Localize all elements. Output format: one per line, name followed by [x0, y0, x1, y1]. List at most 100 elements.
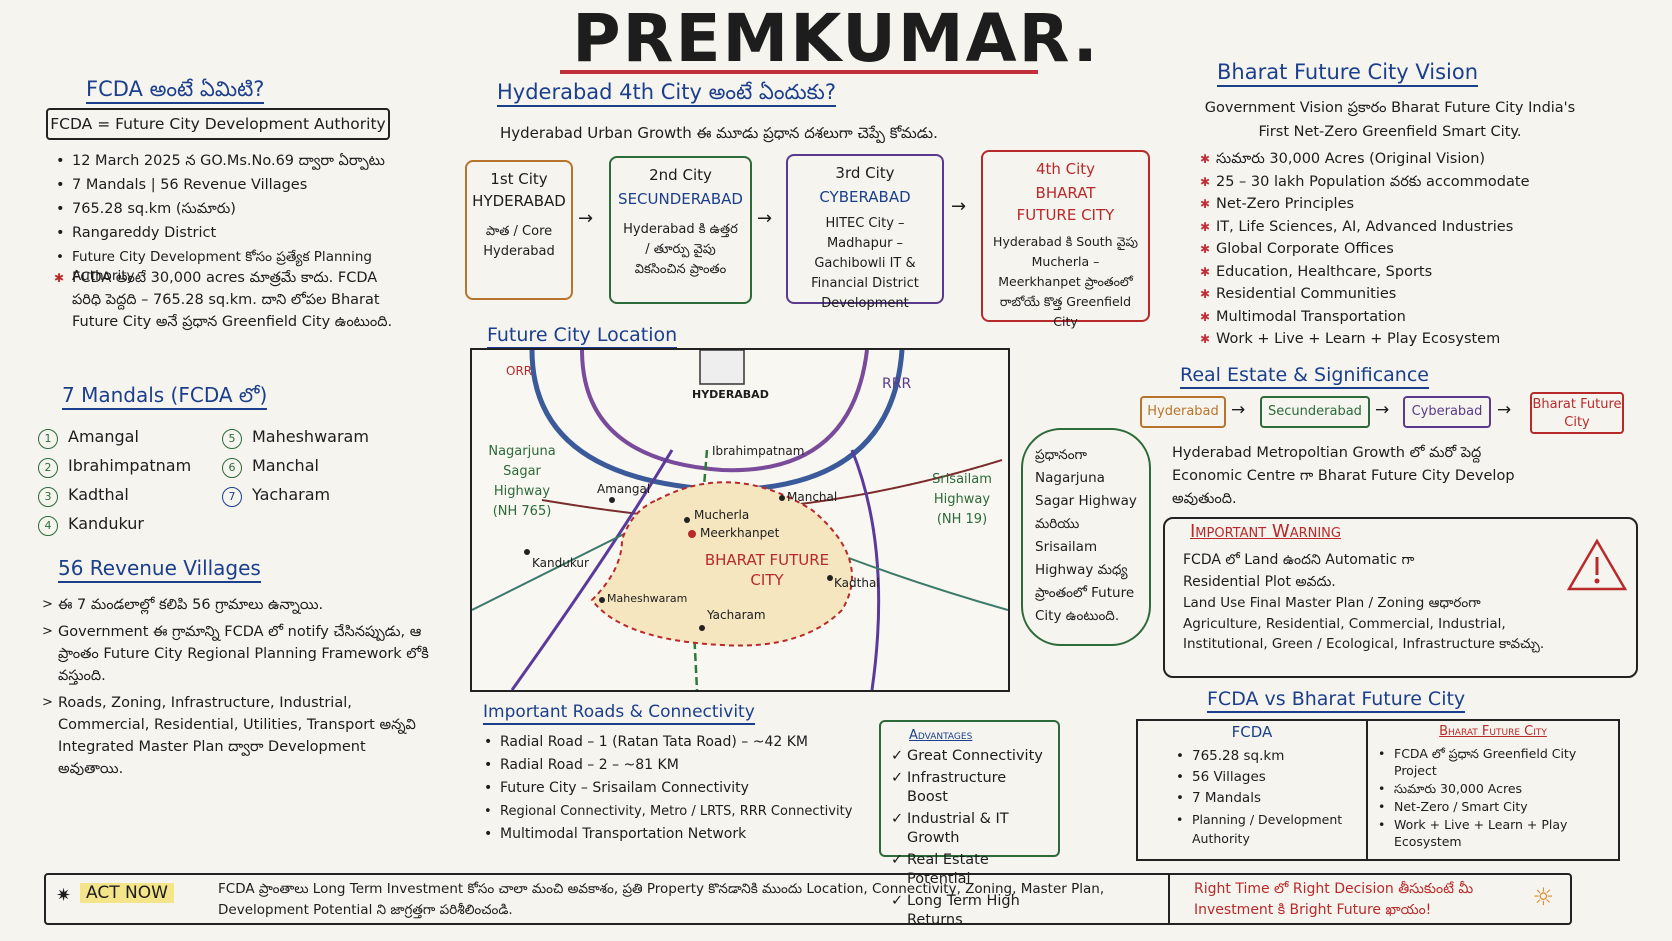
- compare-left-title: FCDA: [1231, 723, 1273, 741]
- mandal-name: Amangal: [68, 427, 139, 446]
- mandal-name: Ibrahimpatnam: [68, 456, 192, 475]
- vision-item: Residential Communities: [1198, 285, 1618, 304]
- mandal-number: 1: [38, 429, 58, 449]
- arrow-right-icon: →: [1497, 400, 1512, 420]
- advantages-box: Advantages Great Connectivity Infrastruc…: [879, 720, 1060, 928]
- city-desc: Hyderabad కి ఉత్తర / తూర్పు వైపు వికసించ…: [623, 222, 738, 277]
- vision-item: IT, Life Sciences, AI, Advanced Industri…: [1198, 218, 1618, 237]
- future-city-area: [590, 481, 853, 647]
- arrow-right-icon: →: [1231, 400, 1246, 420]
- compare-left-item: Planning / Development Authority: [1174, 810, 1354, 848]
- fcda-bullet: Rangareddy District: [54, 224, 434, 243]
- fcda-bullet: 12 March 2025 న GO.Ms.No.69 ద్వారా ఏర్పా…: [54, 152, 434, 171]
- realestate-heading-text: Real Estate & Significance: [1180, 364, 1429, 389]
- villages-item: Roads, Zoning, Infrastructure, Industria…: [40, 692, 435, 780]
- fcda-heading-text: FCDA అంటే ఏమిటి?: [86, 77, 265, 104]
- compare-table: FCDA 765.28 sq.km 56 Villages 7 Mandals …: [1136, 719, 1620, 861]
- map-road: [472, 529, 633, 611]
- vision-item: Work + Live + Learn + Play Ecosystem: [1198, 330, 1618, 349]
- city-name: CYBERABAD: [819, 188, 911, 206]
- arrow-right-icon: →: [951, 196, 967, 217]
- city-num: 3rd City: [835, 164, 895, 182]
- mucherla-label: Mucherla: [694, 508, 750, 522]
- city-name: HYDERABAD: [472, 192, 566, 210]
- mandal-name: Kadthal: [68, 485, 129, 504]
- amangal-label: Amangal: [597, 482, 651, 496]
- advantage-item: Great Connectivity: [889, 747, 1050, 766]
- compare-right-title: Bharat Future City: [1439, 724, 1547, 739]
- city-name: SECUNDERABAD: [618, 190, 743, 208]
- act-divider: [1168, 875, 1170, 923]
- srisailam-highway-road: [850, 449, 881, 690]
- location-dot: [827, 575, 833, 581]
- vision-item: Education, Healthcare, Sports: [1198, 263, 1618, 282]
- orr-label: ORR: [506, 364, 533, 378]
- location-dot: [599, 597, 605, 603]
- villages-item: ఈ 7 మండలాల్లో కలిపి 56 గ్రామాలు ఉన్నాయి.: [40, 594, 435, 616]
- vision-item: సుమారు 30,000 Acres (Original Vision): [1198, 150, 1618, 169]
- city-num: 1st City: [490, 170, 548, 188]
- charminar-icon: [699, 350, 745, 385]
- location-dot: [684, 517, 690, 523]
- fcda-heading: FCDA అంటే ఏమిటి?: [86, 77, 265, 107]
- srisailam-highway-label: Srisailam Highway (NH 19): [932, 472, 992, 527]
- villages-item: Government ఈ గ్రామాన్ని FCDA లో notify చ…: [40, 621, 435, 687]
- city-name: BHARAT FUTURE CITY: [1016, 184, 1115, 224]
- location-dot: [524, 549, 530, 555]
- fcda-bullet: 7 Mandals | 56 Revenue Villages: [54, 176, 434, 195]
- mandal-item: 3 Kadthal: [38, 480, 191, 509]
- kadthal-label: Kadthal: [834, 576, 880, 590]
- title-underline: [560, 70, 1038, 74]
- advantages-list: Great Connectivity Infrastructure Boost …: [889, 747, 1050, 930]
- city-desc: పాత / Core Hyderabad: [483, 224, 555, 259]
- warning-icon: [1566, 538, 1628, 591]
- compare-left-list: 765.28 sq.km 56 Villages 7 Mandals Plann…: [1174, 747, 1354, 850]
- sun-icon: ✷: [56, 885, 72, 906]
- yacharam-label: Yacharam: [707, 608, 766, 622]
- location-side-note: ప్రధానంగా Nagarjuna Sagar Highway మరియు …: [1021, 428, 1151, 646]
- vision-item: 25 – 30 lakh Population వరకు accommodate: [1198, 173, 1618, 192]
- location-heading: Future City Location: [487, 324, 678, 349]
- arrow-right-icon: →: [1375, 400, 1390, 420]
- compare-right-item: FCDA లో ప్రధాన Greenfield City Project: [1376, 745, 1614, 779]
- mandal-number: 3: [38, 487, 58, 507]
- city-num: 4th City: [1035, 160, 1096, 178]
- hyderabad-label: HYDERABAD: [692, 388, 769, 401]
- mandal-number: 6: [222, 458, 242, 478]
- mandal-name: Yacharam: [252, 485, 331, 504]
- bfc-label: BHARAT FUTURE CITY: [704, 551, 830, 589]
- mandal-item: 2 Ibrahimpatnam: [38, 451, 191, 480]
- villages-heading: 56 Revenue Villages: [58, 556, 261, 583]
- roads-list: Radial Road – 1 (Ratan Tata Road) – ~42 …: [482, 733, 862, 848]
- vision-heading-text: Bharat Future City Vision: [1217, 60, 1479, 87]
- warning-line-2: Land Use Final Master Plan / Zoning ఆధార…: [1183, 595, 1545, 652]
- ibrahimpatnam-label: Ibrahimpatnam: [712, 444, 805, 458]
- city-card-2: 2nd City SECUNDERABAD Hyderabad కి ఉత్తర…: [609, 156, 752, 304]
- location-heading-text: Future City Location: [487, 324, 678, 349]
- page-title: PREMKUMAR.: [572, 0, 1100, 77]
- vision-item: Multimodal Transportation: [1198, 308, 1618, 327]
- location-dot: [779, 495, 785, 501]
- city-card-1: 1st City HYDERABAD పాత / Core Hyderabad: [465, 160, 573, 300]
- roads-item: Radial Road – 1 (Ratan Tata Road) – ~42 …: [482, 733, 862, 752]
- act-now-label: ACT NOW: [80, 883, 174, 903]
- vision-item: Net-Zero Principles: [1198, 195, 1618, 214]
- mandal-number: 2: [38, 458, 58, 478]
- villages-heading-text: 56 Revenue Villages: [58, 556, 261, 583]
- advantage-item: Real Estate Potential: [889, 851, 1050, 889]
- mandals-heading-text: 7 Mandals (FCDA లో): [62, 383, 268, 410]
- chain-hyderabad: Hyderabad: [1140, 396, 1226, 428]
- compare-right-item: సుమారు 30,000 Acres: [1376, 780, 1614, 797]
- city-num: 2nd City: [649, 166, 712, 184]
- map-svg: [472, 350, 1008, 690]
- fcda-note-text: FCDA అంటే 30,000 acres మాత్రమే కాదు. FCD…: [72, 270, 393, 330]
- nagarjuna-highway-road: [510, 449, 674, 690]
- chain-bfc: Bharat Future City: [1530, 392, 1624, 434]
- warning-heading: Important Warning: [1190, 521, 1341, 542]
- roads-heading-text: Important Roads & Connectivity: [483, 702, 755, 725]
